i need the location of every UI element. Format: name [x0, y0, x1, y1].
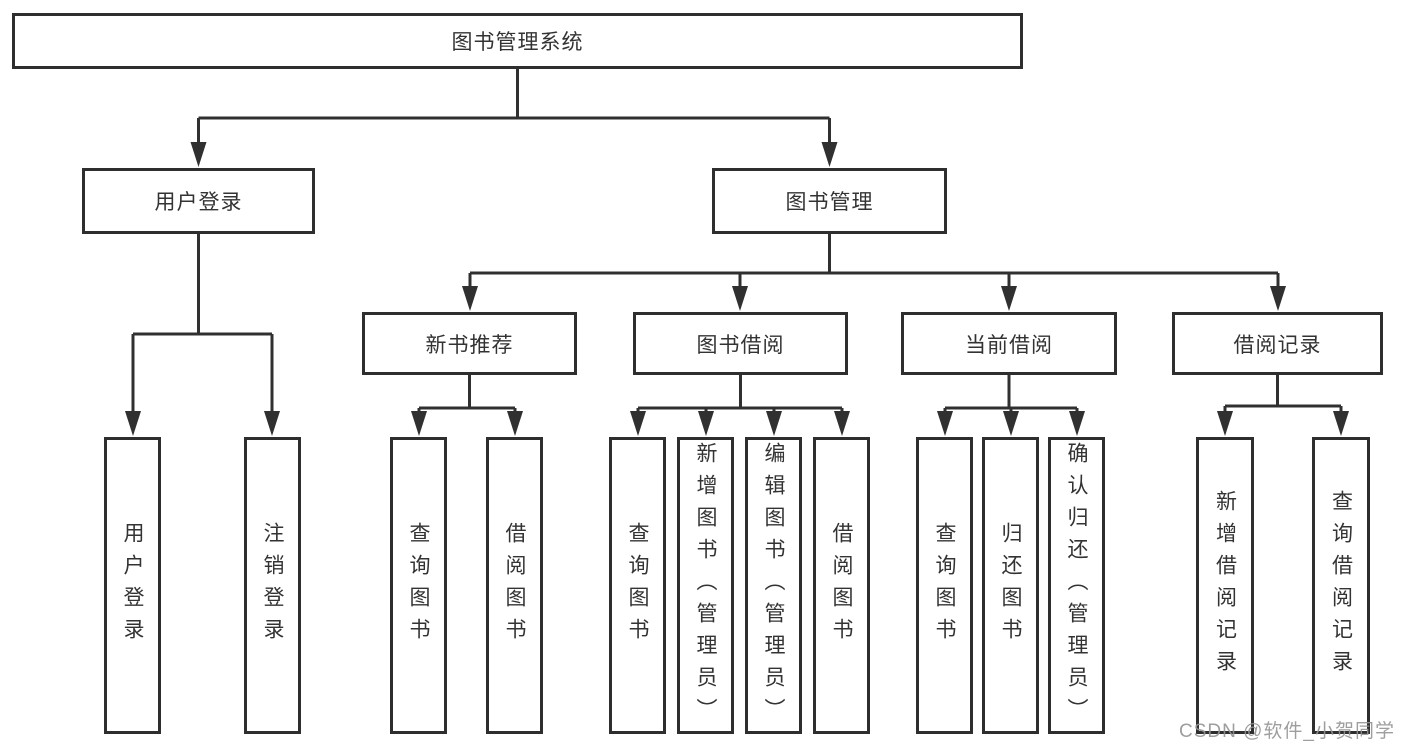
node-current-borrow-label: 当前借阅	[965, 333, 1053, 357]
node-book-borrow-label: 图书借阅	[696, 333, 785, 357]
leaf-current-query-books-label: 查询图书	[933, 521, 956, 650]
arrowheads	[125, 142, 1349, 436]
leaf-edit-books-admin: 编辑图书（管理员）	[745, 437, 802, 734]
leaf-add-borrow-record-label: 新增借阅记录	[1213, 489, 1237, 682]
leaf-user-login-label: 用户登录	[121, 521, 144, 650]
node-root-system: 图书管理系统	[12, 13, 1023, 69]
leaf-recommend-query-books-label: 查询图书	[407, 521, 430, 650]
leaf-borrow-query-books-label: 查询图书	[626, 521, 649, 650]
node-new-book-recommend-label: 新书推荐	[425, 333, 514, 357]
leaf-current-query-books: 查询图书	[916, 437, 973, 734]
leaf-add-borrow-record: 新增借阅记录	[1196, 437, 1254, 734]
leaf-add-books-admin-label: 新增图书（管理员）	[694, 441, 717, 730]
watermark: CSDN @软件_小贺同学	[1179, 721, 1395, 742]
leaf-return-books-label: 归还图书	[999, 521, 1022, 650]
node-borrow-records-label: 借阅记录	[1233, 333, 1322, 357]
leaf-query-borrow-record-label: 查询借阅记录	[1329, 489, 1353, 682]
leaf-query-borrow-record: 查询借阅记录	[1312, 437, 1370, 734]
leaf-recommend-borrow-books-label: 借阅图书	[503, 521, 526, 650]
node-book-management-module: 图书管理	[712, 168, 947, 234]
leaf-return-books: 归还图书	[982, 437, 1039, 734]
leaf-recommend-borrow-books: 借阅图书	[486, 437, 543, 734]
leaf-confirm-return-admin-label: 确认归还（管理员）	[1065, 441, 1088, 730]
leaf-confirm-return-admin: 确认归还（管理员）	[1048, 437, 1105, 734]
leaf-add-books-admin: 新增图书（管理员）	[677, 437, 734, 734]
leaf-edit-books-admin-label: 编辑图书（管理员）	[762, 441, 785, 730]
node-book-management-module-label: 图书管理	[785, 191, 874, 214]
node-current-borrow: 当前借阅	[901, 312, 1117, 375]
node-borrow-records: 借阅记录	[1172, 312, 1383, 375]
leaf-recommend-query-books: 查询图书	[390, 437, 447, 734]
node-root-system-label: 图书管理系统	[451, 31, 584, 54]
node-user-login-module-label: 用户登录	[154, 191, 243, 214]
node-book-borrow: 图书借阅	[633, 312, 848, 375]
node-user-login-module: 用户登录	[82, 168, 315, 234]
leaf-borrow-books-label: 借阅图书	[830, 521, 853, 650]
leaf-borrow-books: 借阅图书	[813, 437, 870, 734]
leaf-user-login: 用户登录	[104, 437, 161, 734]
leaf-logout: 注销登录	[244, 437, 301, 734]
node-new-book-recommend: 新书推荐	[362, 312, 577, 375]
leaf-logout-label: 注销登录	[261, 521, 284, 650]
leaf-borrow-query-books: 查询图书	[609, 437, 666, 734]
